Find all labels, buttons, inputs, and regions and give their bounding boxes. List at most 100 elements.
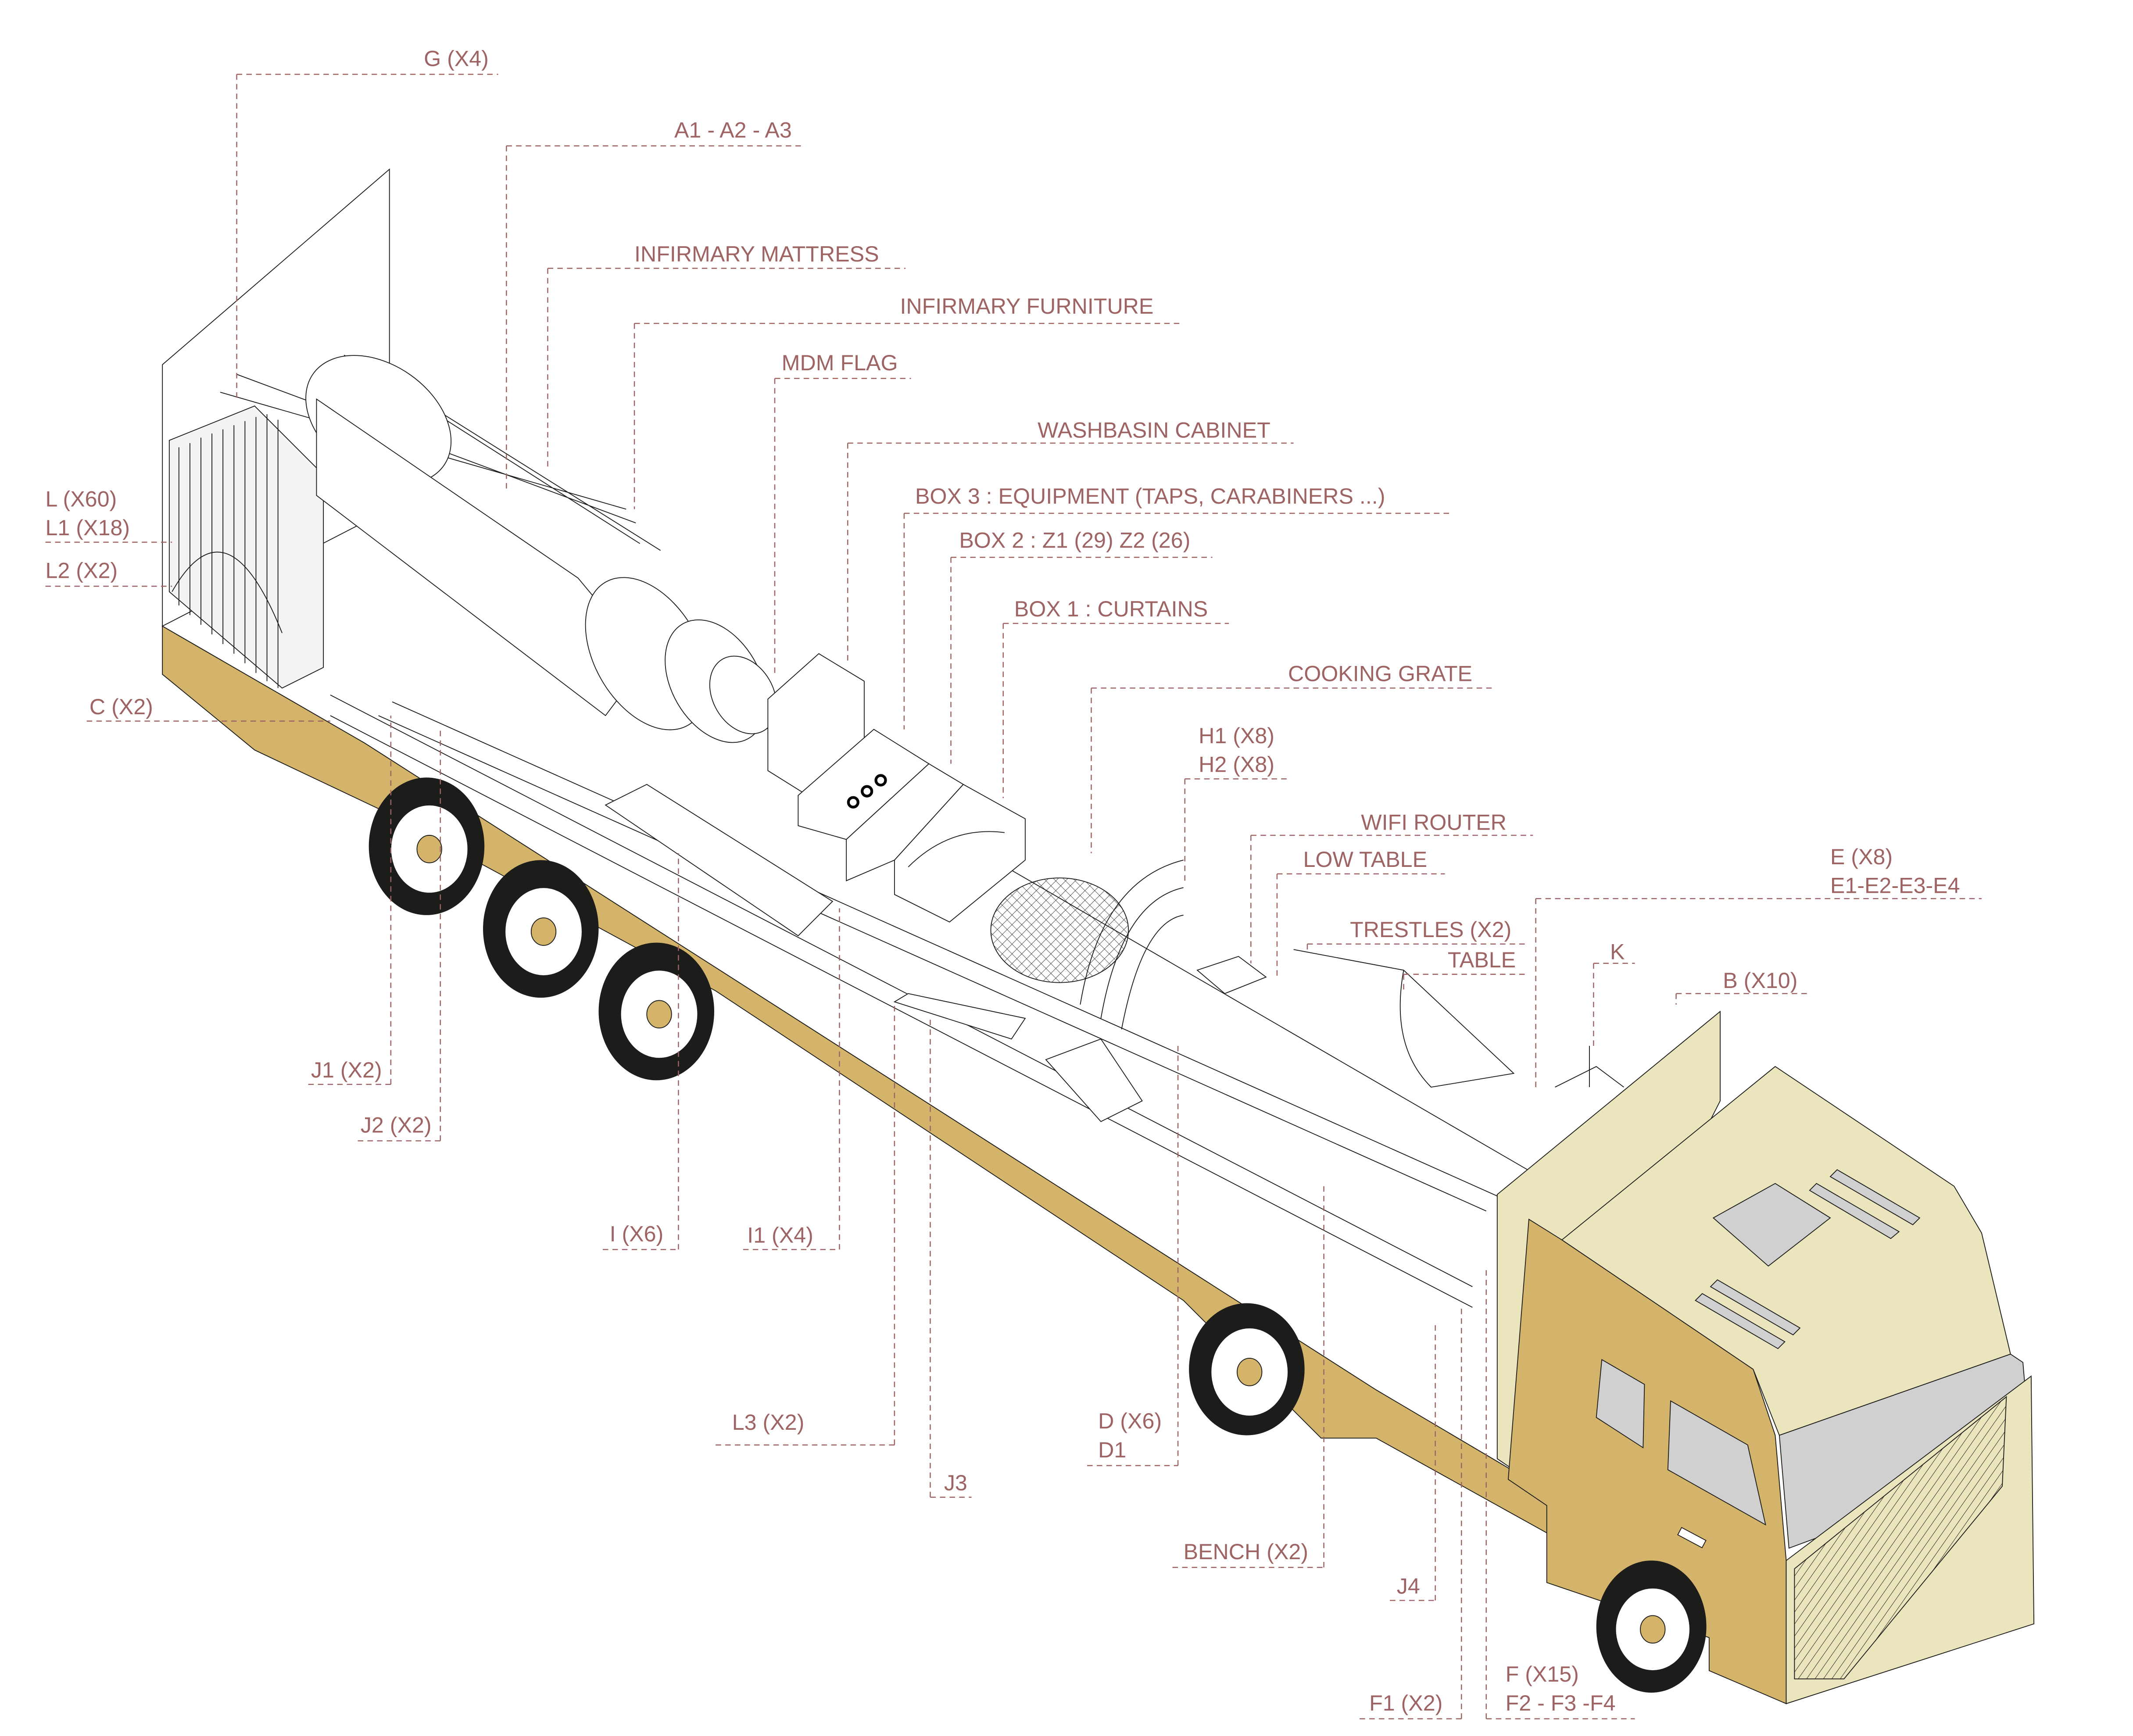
callout-label: L2 (X2)	[46, 558, 172, 587]
leader-line	[716, 1004, 895, 1446]
label-text: TABLE	[1448, 948, 1516, 972]
label-text: D (X6)	[1098, 1409, 1162, 1433]
label-text: F1 (X2)	[1369, 1691, 1442, 1715]
callout-labels: G (X4) A1 - A2 - A3 INFIRMARY MATTRESS INFI…	[46, 47, 1982, 1720]
leader-line	[236, 74, 498, 399]
box-1	[894, 784, 1026, 923]
leader-line	[1675, 993, 1808, 1005]
callout-label: B (X10)	[1675, 968, 1808, 1005]
callout-label: MDM FLAG	[774, 351, 911, 675]
leader-line	[1593, 963, 1635, 1046]
label-text: WIFI ROUTER	[1361, 810, 1507, 834]
callout-label: I (X6)	[602, 853, 679, 1250]
label-text: E1-E2-E3-E4	[1830, 873, 1960, 898]
callout-label: L (X60) L1 (X18)	[46, 487, 172, 543]
truck-drawing	[161, 168, 2035, 1704]
label-text: J1 (X2)	[311, 1058, 382, 1082]
leader-line	[506, 145, 804, 489]
label-text: F2 - F3 -F4	[1506, 1691, 1616, 1715]
leader-line	[1002, 623, 1229, 798]
label-text: INFIRMARY MATTRESS	[634, 242, 879, 266]
label-text: H2 (X8)	[1199, 752, 1274, 777]
callout-label: INFIRMARY FURNITURE	[633, 294, 1181, 509]
callout-label: K	[1593, 939, 1635, 1046]
label-text: G (X4)	[424, 47, 489, 71]
leader-line	[1087, 1045, 1179, 1466]
leader-line	[1403, 974, 1525, 991]
leader-line	[602, 853, 679, 1250]
leader-line	[1535, 898, 1982, 1088]
infirmary-mattress-roll	[305, 355, 777, 743]
label-text: L3 (X2)	[732, 1410, 805, 1435]
label-text: J3	[944, 1471, 967, 1495]
callout-label: D (X6) D1	[1087, 1045, 1179, 1466]
leader-line	[358, 729, 441, 1142]
label-text: I (X6)	[610, 1221, 664, 1246]
label-text: F (X15)	[1506, 1662, 1579, 1686]
callout-label: J3	[930, 1018, 972, 1498]
callout-label: BOX 1 : CURTAINS	[1002, 597, 1229, 798]
label-text: A1 - A2 - A3	[674, 118, 792, 143]
callout-label: TABLE	[1403, 948, 1525, 991]
label-text: WASHBASIN CABINET	[1038, 418, 1270, 442]
trailer-skirt	[162, 625, 1563, 1542]
callout-label: F1 (X2)	[1360, 1307, 1462, 1720]
leader-line	[1091, 687, 1495, 853]
callout-label: A1 - A2 - A3	[506, 118, 804, 489]
leader-line	[1390, 1321, 1436, 1601]
leader-line	[308, 716, 392, 1085]
leader-line	[633, 322, 1181, 509]
leader-line	[1250, 834, 1533, 963]
leader-line	[1485, 1266, 1635, 1720]
label-text: BOX 2 : Z1 (29) Z2 (26)	[959, 528, 1190, 552]
label-text: BOX 3 : EQUIPMENT (TAPS, CARABINERS ...)	[915, 484, 1385, 508]
label-text: LOW TABLE	[1303, 847, 1428, 872]
callout-label: F (X15) F2 - F3 -F4	[1485, 1266, 1635, 1720]
table	[1293, 949, 1515, 1088]
label-text: K	[1610, 939, 1625, 964]
label-text: J2 (X2)	[361, 1113, 432, 1138]
label-text: INFIRMARY FURNITURE	[900, 294, 1153, 319]
label-text: BOX 1 : CURTAINS	[1014, 597, 1208, 621]
callout-label: J2 (X2)	[358, 729, 441, 1142]
label-text: H1 (X8)	[1199, 723, 1274, 748]
label-text: I1 (X4)	[747, 1223, 813, 1247]
label-text: J4	[1397, 1574, 1420, 1598]
callout-label: E (X8) E1-E2-E3-E4	[1535, 845, 1982, 1088]
callout-label: LOW TABLE	[1276, 847, 1445, 977]
leader-line	[774, 378, 911, 675]
leader-line	[950, 557, 1213, 764]
callout-label: WASHBASIN CABINET	[847, 418, 1294, 661]
leader-line	[1184, 778, 1291, 881]
trailer-deck	[161, 508, 1528, 1480]
leader-line	[1306, 943, 1528, 950]
cooking-grate	[990, 877, 1129, 983]
label-text: L1 (X18)	[46, 515, 130, 540]
callout-label: I1 (X4)	[743, 908, 840, 1250]
label-text: MDM FLAG	[782, 351, 898, 375]
callout-label: H1 (X8) H2 (X8)	[1184, 723, 1291, 881]
label-text: L (X60)	[46, 487, 117, 511]
leader-line	[930, 1018, 972, 1498]
callout-label: C (X2)	[86, 694, 330, 722]
callout-label: J1 (X2)	[308, 716, 392, 1085]
callout-label: G (X4)	[236, 47, 498, 399]
label-text: COOKING GRATE	[1288, 662, 1472, 686]
callout-label: BENCH (X2)	[1172, 1183, 1324, 1568]
label-text: E (X8)	[1830, 845, 1893, 869]
callout-label: WIFI ROUTER	[1250, 810, 1533, 963]
callout-label: BOX 3 : EQUIPMENT (TAPS, CARABINERS ...)	[903, 484, 1451, 730]
label-text: TRESTLES (X2)	[1350, 917, 1511, 942]
truck-cab	[1507, 1066, 2035, 1704]
callout-label: COOKING GRATE	[1091, 662, 1495, 853]
label-text: BENCH (X2)	[1184, 1539, 1308, 1564]
label-text: L2 (X2)	[46, 558, 118, 583]
label-text: C (X2)	[89, 694, 153, 719]
leader-line	[903, 512, 1451, 730]
leader-line	[743, 908, 840, 1250]
label-text: D1	[1098, 1438, 1126, 1462]
callout-label: L3 (X2)	[716, 1004, 895, 1446]
low-table	[1196, 956, 1267, 994]
label-text: B (X10)	[1723, 968, 1797, 993]
